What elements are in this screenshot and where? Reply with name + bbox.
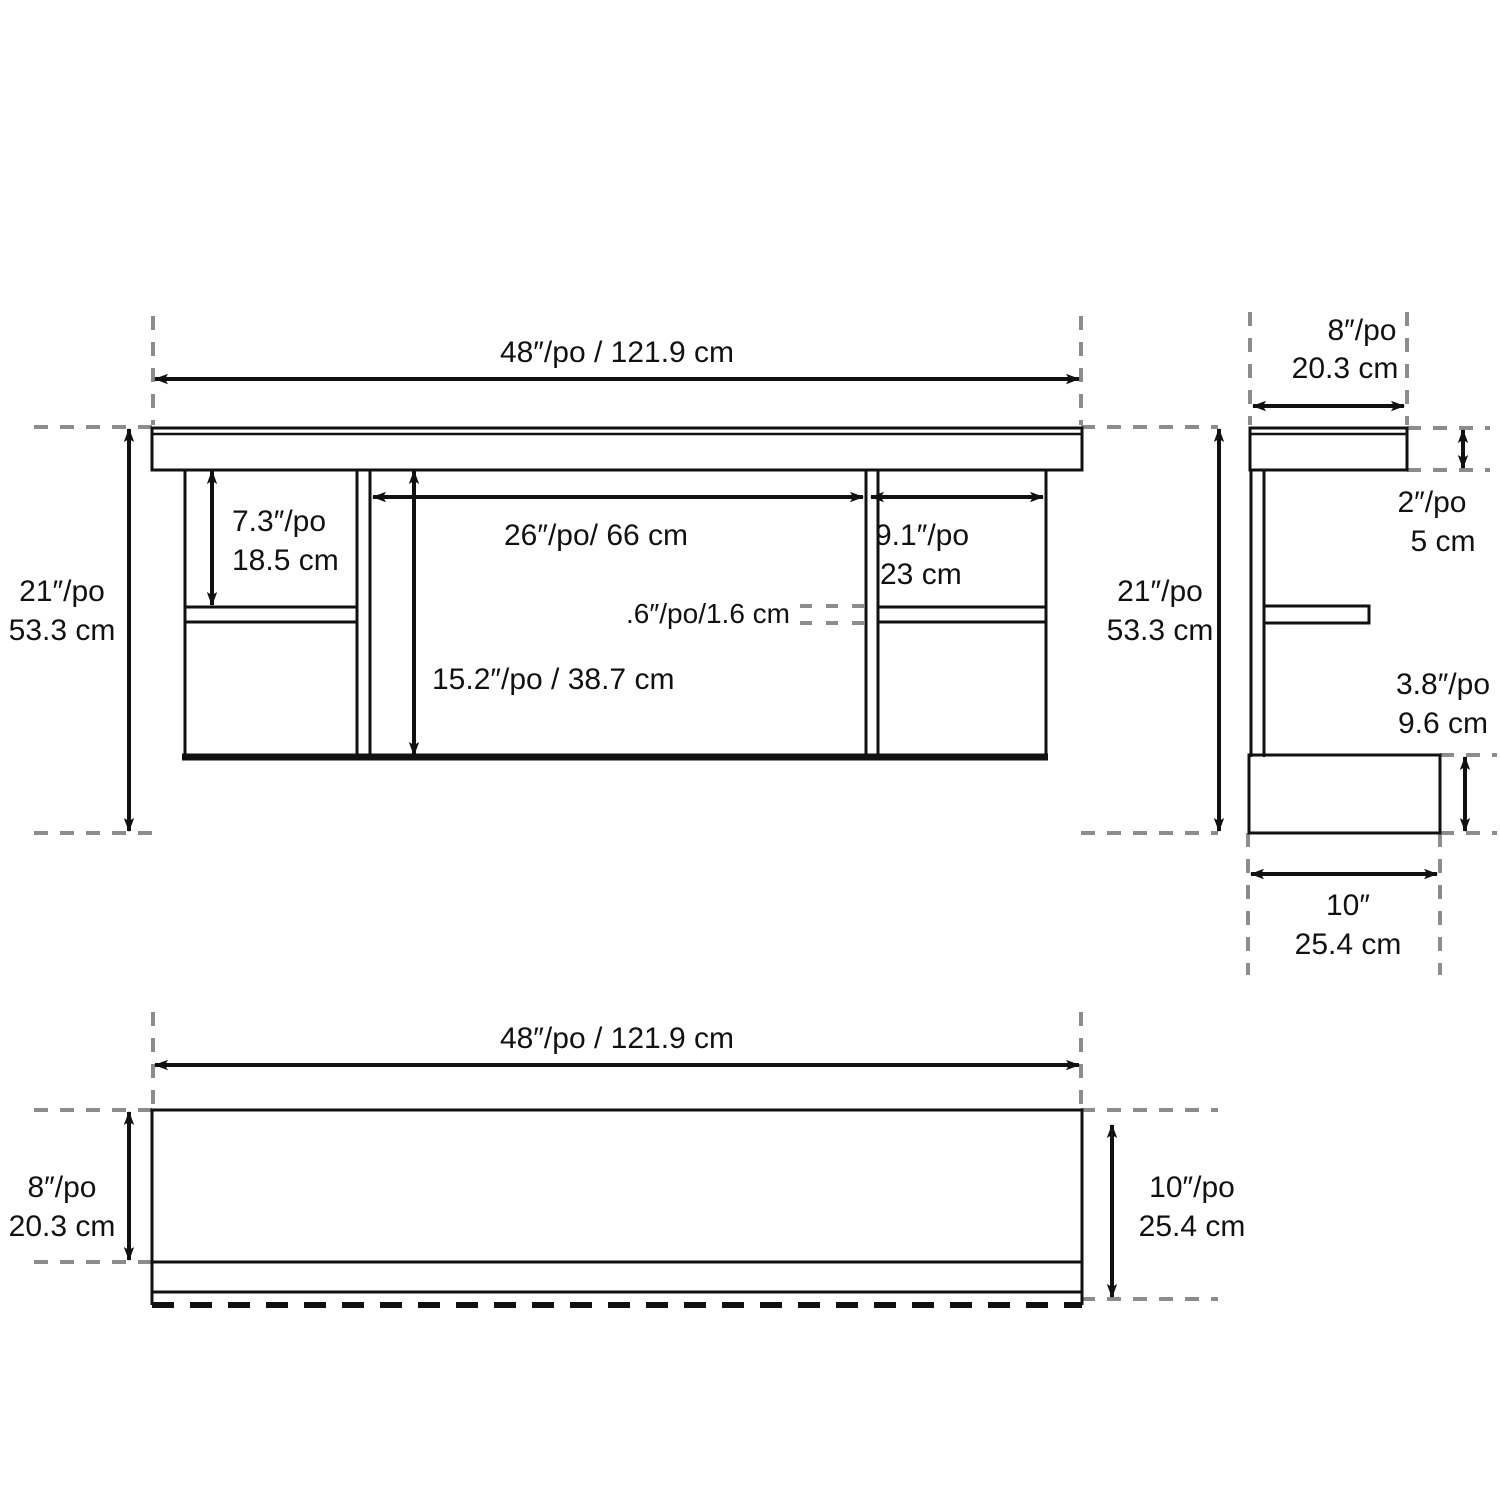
center-opening-width-label: 26″/po/ 66 cm (504, 519, 688, 552)
plan-width-label: 48″/po / 121.9 cm (500, 1022, 734, 1055)
base-depth-label: 10″ (1326, 889, 1370, 922)
side-view-extension-lines (1246, 312, 1497, 975)
base-depth-label-cm: 25.4 cm (1295, 928, 1402, 961)
plan-view: 48″/po / 121.9 cm 8″/po 20.3 cm 10″/po 2… (9, 1012, 1246, 1308)
front-view-body (150, 426, 1084, 761)
front-left-shelf (183, 605, 359, 624)
side-view: 8″/po 20.3 cm 2″/po 5 cm 3.8″/po 9.6 cm … (1246, 312, 1497, 975)
plan-top-depth-label: 8″/po (27, 1171, 96, 1204)
plan-top-depth-label-cm: 20.3 cm (9, 1210, 116, 1243)
plan-base-depth-label: 10″/po (1149, 1171, 1235, 1204)
top-thickness-label-cm: 5 cm (1410, 525, 1475, 558)
plan-base-depth-label-cm: 25.4 cm (1139, 1210, 1246, 1243)
side-view-body (1247, 426, 1442, 835)
front-view-extension-lines (34, 316, 1218, 835)
front-view: 48″/po / 121.9 cm 21″/po 53.3 cm 7.3″/po… (9, 316, 1225, 835)
shelf-thickness-label: .6″/po/1.6 cm (626, 598, 790, 629)
front-height-right-label: 21″/po (1117, 575, 1203, 608)
top-thickness-label: 2″/po (1397, 486, 1466, 519)
top-depth-label: 8″/po (1327, 314, 1396, 347)
top-depth-label-cm: 20.3 cm (1292, 352, 1399, 385)
shelf-thickness-leader (800, 604, 866, 625)
left-compartment-height-label-cm: 18.5 cm (232, 544, 339, 577)
right-compartment-width-label-cm: 23 cm (880, 558, 962, 591)
front-height-label: 21″/po (19, 575, 105, 608)
front-right-shelf (876, 605, 1048, 624)
side-shelf (1262, 604, 1371, 625)
plan-view-extension-lines (34, 1012, 1218, 1301)
front-top-plate (150, 426, 1084, 472)
left-compartment-height-label: 7.3″/po (232, 505, 326, 538)
front-height-label-cm: 53.3 cm (9, 614, 116, 647)
plan-view-body (150, 1108, 1084, 1305)
base-height-label: 3.8″/po (1396, 668, 1490, 701)
base-height-label-cm: 9.6 cm (1398, 707, 1488, 740)
right-compartment-width-label: 9.1″/po (875, 519, 969, 552)
center-opening-height-label: 15.2″/po / 38.7 cm (432, 663, 674, 696)
front-height-right-label-cm: 53.3 cm (1107, 614, 1214, 647)
front-width-label: 48″/po / 121.9 cm (500, 336, 734, 369)
side-top-plate (1248, 426, 1409, 472)
